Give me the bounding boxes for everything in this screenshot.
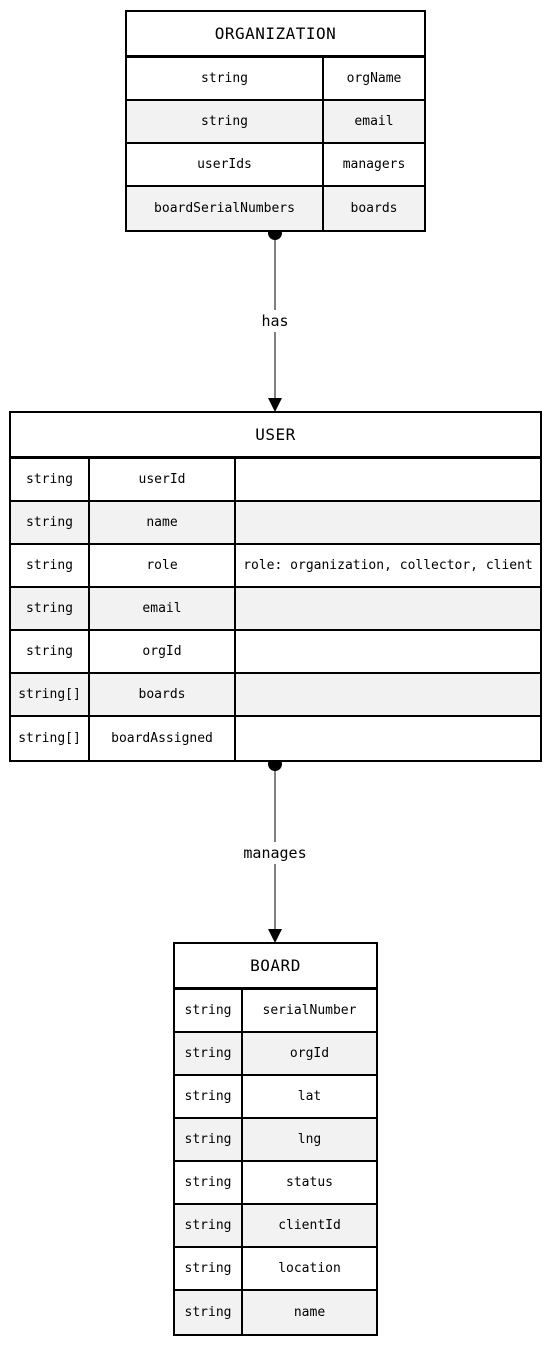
attribute-comment <box>236 459 540 500</box>
attribute-type: string <box>175 1119 243 1160</box>
attribute-name: status <box>286 1175 333 1190</box>
attribute-name: orgName <box>346 71 402 86</box>
entity-organization: ORGANIZATION string orgName string email… <box>125 10 426 232</box>
entity-row: string serialNumber <box>175 990 376 1033</box>
entity-row: string userId <box>11 459 540 502</box>
attribute-type: string <box>11 545 90 586</box>
attribute-type: string <box>11 631 90 672</box>
entity-row: string email <box>11 588 540 631</box>
entity-row: string role role: organization, collecto… <box>11 545 540 588</box>
entity-row: string[] boardAssigned <box>11 717 540 760</box>
entity-row: string[] boards <box>11 674 540 717</box>
attribute-type: string <box>175 1205 243 1246</box>
org-user-arrowhead <box>268 398 282 412</box>
attribute-name: orgId <box>289 1046 330 1061</box>
attribute-name: orgId <box>90 631 236 672</box>
attribute-name: managers <box>342 157 406 172</box>
attribute-type: boardSerialNumbers <box>127 187 324 230</box>
user-board-arrowhead <box>268 929 282 943</box>
attribute-type: string <box>175 1033 243 1074</box>
entity-row: string email <box>127 101 424 144</box>
attribute-name: role <box>90 545 236 586</box>
attribute-type: string <box>175 1291 243 1334</box>
attribute-name: userId <box>90 459 236 500</box>
attribute-type: string <box>11 588 90 629</box>
attribute-name: name <box>90 502 236 543</box>
attribute-name: name <box>293 1305 326 1320</box>
attribute-name: boardAssigned <box>90 717 236 760</box>
attribute-type: string <box>11 459 90 500</box>
entity-title: USER <box>11 413 540 459</box>
attribute-type: userIds <box>127 144 324 185</box>
entity-board: BOARD string serialNumber string orgId s… <box>173 942 378 1336</box>
attribute-type: string[] <box>11 717 90 760</box>
entity-row: string orgId <box>11 631 540 674</box>
entity-row: string name <box>175 1291 376 1334</box>
entity-row: string orgId <box>175 1033 376 1076</box>
attribute-name: lat <box>297 1089 322 1104</box>
attribute-type: string[] <box>11 674 90 715</box>
attribute-type: string <box>175 1076 243 1117</box>
attribute-name: boards <box>350 201 398 216</box>
relation-label-has: has <box>259 310 291 332</box>
entity-row: string orgName <box>127 58 424 101</box>
entity-row: string lng <box>175 1119 376 1162</box>
attribute-type: string <box>127 101 324 142</box>
attribute-name: clientId <box>278 1218 341 1233</box>
attribute-comment <box>236 631 540 672</box>
attribute-type: string <box>127 58 324 99</box>
attribute-name: location <box>278 1261 341 1276</box>
entity-user: USER string userId string name string ro… <box>9 411 542 762</box>
attribute-type: string <box>11 502 90 543</box>
entity-row: string clientId <box>175 1205 376 1248</box>
attribute-type: string <box>175 990 243 1031</box>
attribute-type: string <box>175 1162 243 1203</box>
entity-row: userIds managers <box>127 144 424 187</box>
relation-label-manages: manages <box>241 842 309 864</box>
attribute-comment: role: organization, collector, client <box>243 558 533 573</box>
attribute-name: email <box>354 114 394 129</box>
attribute-name: boards <box>90 674 236 715</box>
attribute-comment <box>236 588 540 629</box>
entity-row: string status <box>175 1162 376 1205</box>
entity-row: string name <box>11 502 540 545</box>
attribute-name: serialNumber <box>262 1003 357 1018</box>
attribute-comment <box>236 717 540 760</box>
entity-title: BOARD <box>175 944 376 990</box>
attribute-comment <box>236 674 540 715</box>
entity-title: ORGANIZATION <box>127 12 424 58</box>
attribute-type: string <box>175 1248 243 1289</box>
attribute-name: lng <box>297 1132 322 1147</box>
entity-row: string lat <box>175 1076 376 1119</box>
attribute-name: email <box>90 588 236 629</box>
attribute-comment <box>236 502 540 543</box>
entity-row: string location <box>175 1248 376 1291</box>
entity-row: boardSerialNumbers boards <box>127 187 424 230</box>
